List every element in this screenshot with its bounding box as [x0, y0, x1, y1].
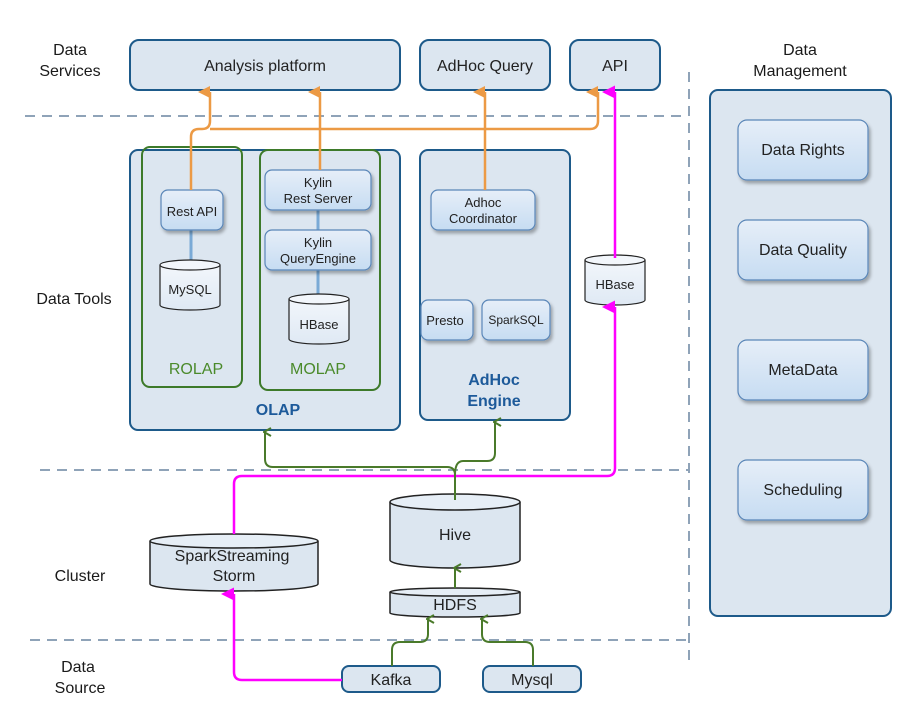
molap-title: MOLAP — [290, 361, 346, 378]
management-data-rights[interactable]: Data Rights — [737, 119, 869, 181]
label-data-source-line1: Data — [61, 659, 95, 676]
arrow-restapi-to-api — [210, 86, 600, 131]
hive-cylinder[interactable]: Hive — [389, 493, 521, 569]
coordinator-line2: Coordinator — [449, 211, 518, 226]
label-cluster: Cluster — [55, 568, 106, 585]
label-data-source-line2: Source — [55, 680, 106, 697]
management-metadata[interactable]: MetaData — [737, 339, 869, 401]
magenta-flows — [221, 85, 617, 682]
kylin-query-engine-node[interactable]: Kylin QueryEngine — [264, 229, 372, 271]
presto-node[interactable]: Presto — [420, 299, 474, 341]
label-data-management-line2: Management — [753, 63, 847, 80]
layer-separators — [25, 72, 690, 660]
layer-labels: Data Services Data Tools Cluster Data So… — [36, 42, 847, 697]
scheduling-label: Scheduling — [763, 482, 842, 499]
molap-hbase-cylinder[interactable]: HBase — [288, 293, 350, 345]
kafka-label: Kafka — [371, 672, 412, 689]
analysis-platform-label: Analysis platform — [204, 58, 326, 75]
source-kafka[interactable]: Kafka — [341, 665, 441, 693]
arrow-hive-to-olap — [265, 432, 456, 500]
adhoc-coordinator-node[interactable]: Adhoc Coordinator — [430, 189, 536, 231]
adhoc-query-label: AdHoc Query — [437, 58, 533, 75]
mysql-source-label: Mysql — [511, 672, 553, 689]
streaming-line1: SparkStreaming — [175, 548, 290, 565]
kylin-query-line1: Kylin — [304, 235, 332, 250]
metadata-label: MetaData — [768, 362, 837, 379]
label-data-tools: Data Tools — [36, 291, 111, 308]
hbase-standalone-cylinder[interactable]: HBase — [584, 254, 646, 306]
rest-api-node[interactable]: Rest API — [160, 189, 224, 231]
rolap-title: ROLAP — [169, 361, 223, 378]
label-data-services-line1: Data — [53, 42, 87, 59]
management-scheduling[interactable]: Scheduling — [737, 459, 869, 521]
arrow-hive-to-adhoc — [454, 422, 495, 476]
molap-hbase-label: HBase — [299, 317, 338, 332]
coordinator-line1: Adhoc — [465, 195, 502, 210]
kylin-rest-line2: Rest Server — [284, 191, 353, 206]
orange-flows — [189, 86, 600, 190]
hdfs-label: HDFS — [433, 597, 477, 614]
hdfs-cylinder[interactable]: HDFS — [389, 587, 521, 618]
service-adhoc-query[interactable]: AdHoc Query — [419, 39, 551, 91]
data-rights-label: Data Rights — [761, 142, 845, 159]
label-data-services-line2: Services — [39, 63, 100, 80]
arrow-restapi-to-analysis — [189, 86, 212, 190]
hive-label: Hive — [439, 527, 471, 544]
arrow-mysql-to-hdfs — [482, 619, 534, 666]
kylin-query-line2: QueryEngine — [280, 251, 356, 266]
arrow-kafka-to-hdfs — [391, 619, 428, 666]
rest-api-label: Rest API — [167, 204, 218, 219]
hbase-standalone-label: HBase — [595, 277, 634, 292]
mysql-cylinder[interactable]: MySQL — [159, 259, 221, 311]
kylin-rest-line1: Kylin — [304, 175, 332, 190]
arrow-streaming-to-hbase — [232, 300, 617, 534]
presto-label: Presto — [426, 313, 464, 328]
source-mysql[interactable]: Mysql — [482, 665, 582, 693]
data-quality-label: Data Quality — [759, 242, 847, 259]
adhoc-engine-title-line2: Engine — [467, 393, 520, 410]
api-label: API — [602, 58, 628, 75]
management-data-quality[interactable]: Data Quality — [737, 219, 869, 281]
adhoc-engine-title-line1: AdHoc — [468, 372, 520, 389]
streaming-cylinder[interactable]: SparkStreaming Storm — [149, 533, 319, 592]
service-analysis-platform[interactable]: Analysis platform — [129, 39, 401, 91]
label-data-management-line1: Data — [783, 42, 817, 59]
sparksql-node[interactable]: SparkSQL — [481, 299, 551, 341]
service-api[interactable]: API — [569, 39, 661, 91]
green-flows — [265, 422, 534, 666]
streaming-line2: Storm — [213, 568, 256, 585]
sparksql-label: SparkSQL — [488, 313, 544, 327]
mysql-label: MySQL — [168, 282, 211, 297]
olap-title: OLAP — [256, 402, 301, 419]
kylin-rest-server-node[interactable]: Kylin Rest Server — [264, 169, 372, 211]
arrow-kafka-to-streaming — [221, 587, 342, 682]
